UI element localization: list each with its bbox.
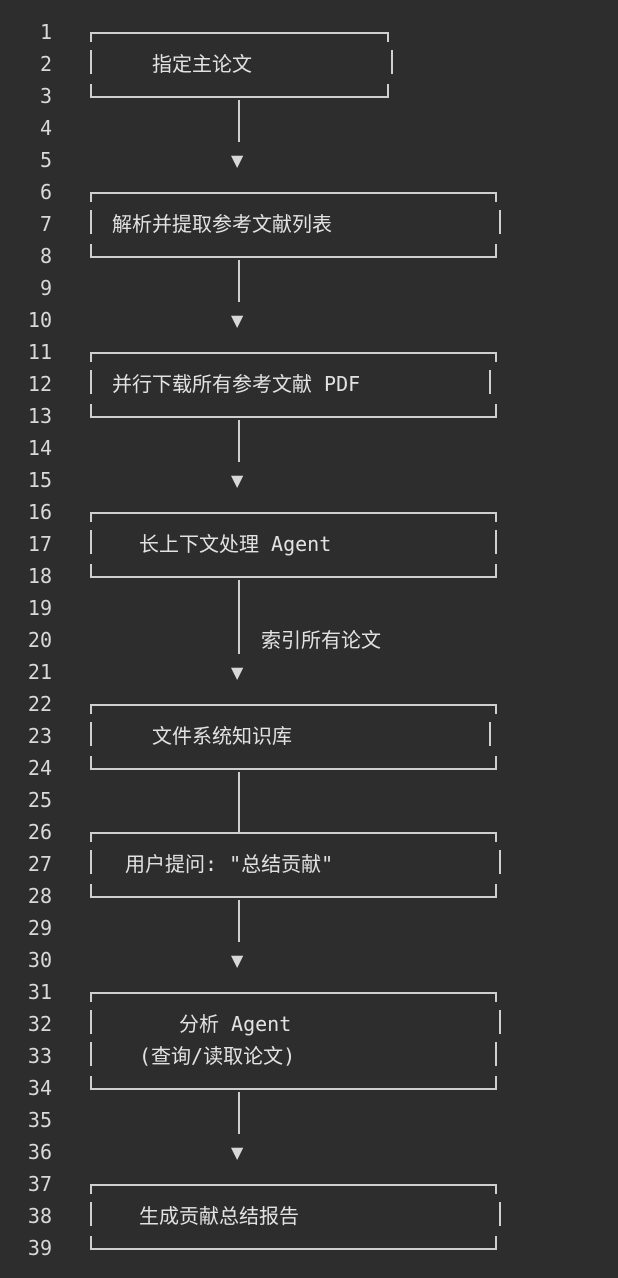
step-label: 生成贡献总结报告 (139, 1204, 299, 1228)
connector-line (238, 900, 240, 942)
down-arrow-icon: ▼ (231, 311, 244, 330)
line-number: 5 (39, 148, 52, 172)
line-number: 6 (39, 180, 52, 204)
line-number: 16 (27, 500, 52, 524)
line-number: 17 (27, 532, 52, 556)
step-box-select-main-paper (90, 32, 393, 98)
line-number: 9 (39, 276, 52, 300)
line-number: 26 (27, 820, 52, 844)
line-number: 31 (27, 980, 52, 1004)
line-number: 39 (27, 1236, 52, 1260)
step-label: 并行下载所有参考文献 PDF (112, 372, 361, 396)
step-box-analysis-agent (90, 992, 501, 1090)
down-arrow-icon: ▼ (231, 1143, 244, 1162)
step-label: 指定主论文 (152, 52, 252, 76)
line-number: 19 (27, 596, 52, 620)
down-arrow-icon: ▼ (231, 471, 244, 490)
step-box-filesystem-kb (90, 704, 497, 770)
down-arrow-icon: ▼ (231, 663, 244, 682)
line-number: 20 (27, 628, 52, 652)
step-box-user-question (90, 832, 501, 898)
line-number: 14 (27, 436, 52, 460)
connector-line (238, 100, 240, 142)
step-box-generate-report (90, 1184, 501, 1250)
step-sublabel: (查询/读取论文) (139, 1044, 296, 1068)
line-number: 30 (27, 948, 52, 972)
line-number: 23 (27, 724, 52, 748)
line-number: 24 (27, 756, 52, 780)
line-number: 8 (39, 244, 52, 268)
line-number: 33 (27, 1044, 52, 1068)
line-number: 28 (27, 884, 52, 908)
step-label: 用户提问: "总结贡献" (125, 852, 334, 876)
line-number: 32 (27, 1012, 52, 1036)
step-box-parse-references (90, 192, 501, 258)
line-number: 21 (27, 660, 52, 684)
line-number: 34 (27, 1076, 52, 1100)
step-box-long-context-agent (90, 512, 497, 578)
line-number: 27 (27, 852, 52, 876)
line-number: 10 (27, 308, 52, 332)
line-number: 37 (27, 1172, 52, 1196)
line-number: 15 (27, 468, 52, 492)
line-number-gutter: 1 2 3 4 5 6 7 8 9 10 11 12 13 14 15 16 1… (0, 0, 60, 1278)
line-number: 3 (39, 84, 52, 108)
line-number: 12 (27, 372, 52, 396)
line-number: 29 (27, 916, 52, 940)
line-number: 36 (27, 1140, 52, 1164)
connector-line (238, 420, 240, 462)
connector-line (238, 260, 240, 302)
connector-line (238, 580, 240, 654)
line-number: 1 (39, 20, 52, 44)
step-label: 长上下文处理 Agent (139, 532, 332, 556)
line-number: 18 (27, 564, 52, 588)
line-number: 2 (39, 52, 52, 76)
line-number: 25 (27, 788, 52, 812)
step-label: 分析 Agent (179, 1012, 292, 1036)
line-number: 38 (27, 1204, 52, 1228)
down-arrow-icon: ▼ (231, 151, 244, 170)
step-label: 解析并提取参考文献列表 (112, 212, 332, 236)
line-number: 22 (27, 692, 52, 716)
connector-label: 索引所有论文 (261, 628, 381, 652)
line-number: 11 (27, 340, 52, 364)
step-label: 文件系统知识库 (152, 724, 292, 748)
line-number: 35 (27, 1108, 52, 1132)
down-arrow-icon: ▼ (231, 951, 244, 970)
line-number: 4 (39, 116, 52, 140)
connector-line (238, 1092, 240, 1134)
connector-line (238, 772, 240, 832)
line-number: 7 (39, 212, 52, 236)
step-box-download-pdfs (90, 352, 497, 418)
line-number: 13 (27, 404, 52, 428)
